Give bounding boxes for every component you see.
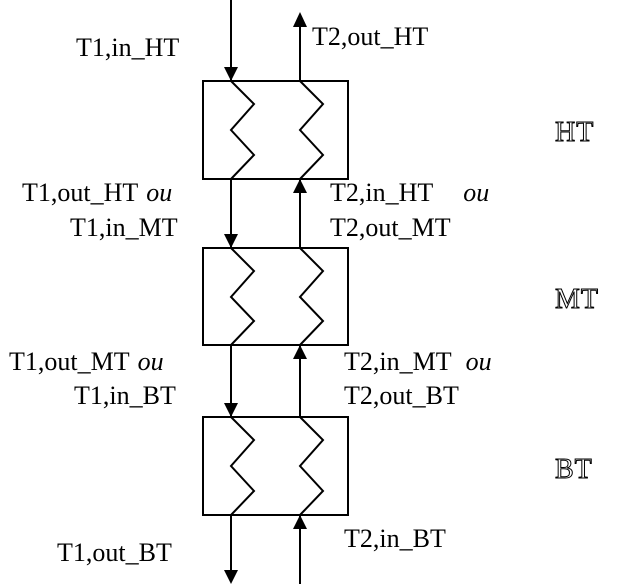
label-t1-out-bt: T1,out_BT: [57, 538, 172, 567]
label-t1-in-bt: T1,in_BT: [74, 381, 176, 410]
label-t1-in-mt: T1,in_MT: [70, 213, 178, 242]
arrow-down-icon: [224, 403, 238, 417]
arrow-down-icon: [224, 67, 238, 81]
exchanger-box-mt: [202, 247, 349, 346]
exchanger-box-bt: [202, 416, 349, 516]
label-t1-in-ht: T1,in_HT: [76, 33, 179, 62]
zigzag-2-bt: [298, 416, 325, 516]
zigzag-2-ht: [298, 80, 325, 180]
arrow-down-icon: [224, 234, 238, 248]
exchanger-box-ht: [202, 80, 349, 180]
stage-label-mt: MT: [555, 284, 599, 315]
arrow-up-icon: [293, 345, 307, 359]
arrow-up-icon: [293, 179, 307, 193]
zigzag-1-bt: [229, 416, 256, 516]
stage-label-ht: HT: [555, 117, 594, 148]
or-word: ou: [146, 178, 172, 207]
or-word: ou: [463, 178, 489, 207]
or-word: ou: [138, 347, 164, 376]
label-t2-in-bt: T2,in_BT: [344, 524, 446, 553]
zigzag-2-mt: [298, 247, 325, 346]
arrow-up-icon: [293, 515, 307, 529]
or-word: ou: [466, 347, 492, 376]
arrow-up-icon: [293, 12, 307, 27]
stage-label-bt: BT: [555, 454, 593, 485]
label-t2-out-bt: T2,out_BT: [344, 381, 459, 410]
label-t2-out-mt: T2,out_MT: [330, 213, 451, 242]
zigzag-1-ht: [229, 80, 256, 180]
zigzag-1-mt: [229, 247, 256, 346]
arrow-down-icon: [224, 570, 238, 584]
label-t2-out-ht: T2,out_HT: [312, 22, 428, 51]
